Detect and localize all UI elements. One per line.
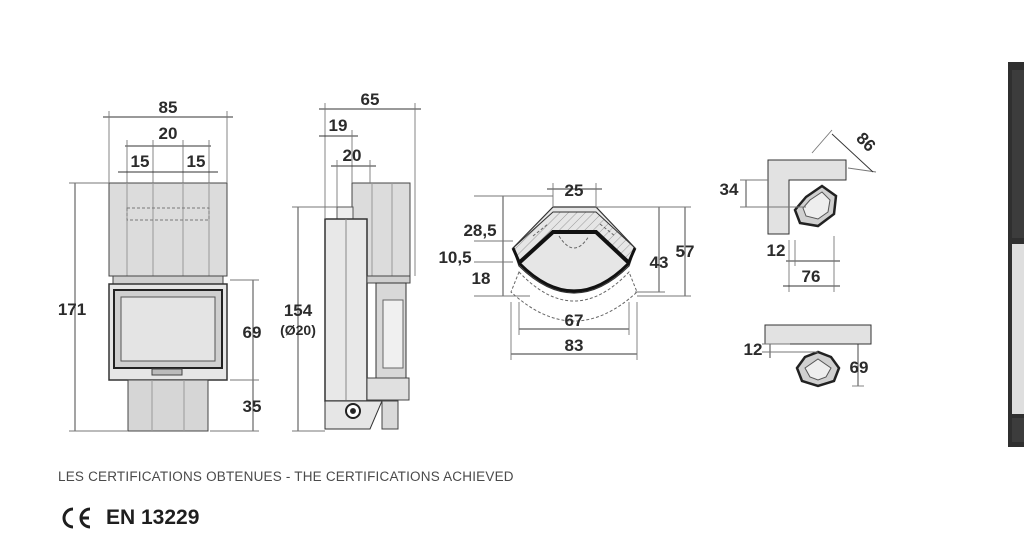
wall-depth-label: 69	[850, 358, 869, 377]
plan-view-dimensions	[474, 183, 691, 360]
corner-install-view	[767, 159, 847, 235]
corner-width-label: 76	[802, 267, 821, 286]
front-width-total-label: 85	[159, 98, 178, 117]
wall-install-view	[764, 324, 872, 388]
side-depth-a-label: 19	[329, 116, 348, 135]
front-view	[108, 182, 228, 432]
plan-dim-b-label: 10,5	[438, 248, 471, 267]
certifications-label: LES CERTIFICATIONS OBTENUES - THE CERTIF…	[58, 469, 514, 484]
plan-width-inner-label: 67	[565, 311, 584, 330]
front-offset-right-label: 15	[187, 152, 206, 171]
front-height-total-label: 171	[58, 300, 86, 319]
front-offset-left-label: 15	[131, 152, 150, 171]
front-view-dimensions	[69, 111, 259, 432]
corner-install-dimensions	[740, 129, 877, 292]
corner-diagonal-label: 86	[852, 129, 879, 156]
side-view-dimensions	[292, 103, 421, 432]
front-base-height-label: 35	[243, 397, 262, 416]
ce-mark-icon	[62, 507, 91, 529]
plan-depth-outer-label: 57	[676, 242, 695, 261]
plan-depth-inner-label: 43	[650, 253, 669, 272]
side-flue-diameter-label: (Ø20)	[280, 322, 316, 338]
side-view	[324, 182, 411, 430]
front-door-height-label: 69	[243, 323, 262, 342]
wall-gap-label: 12	[744, 340, 763, 359]
plan-dim-c-label: 18	[472, 269, 491, 288]
wall-install-dimensions	[762, 343, 864, 387]
side-depth-total-label: 65	[361, 90, 380, 109]
plan-dim-a-label: 28,5	[463, 221, 496, 240]
side-height-label: 154	[284, 301, 313, 320]
side-depth-b-label: 20	[343, 146, 362, 165]
corner-gap-label: 12	[767, 241, 786, 260]
plan-top-width-label: 25	[565, 181, 584, 200]
certifications-row: EN 13229	[58, 504, 199, 532]
certification-standard: EN 13229	[106, 506, 200, 529]
plan-view	[510, 206, 638, 322]
adjacent-page-edge	[1008, 62, 1024, 447]
plan-width-outer-label: 83	[565, 336, 584, 355]
front-width-inner-label: 20	[159, 124, 178, 143]
corner-wall-offset-label: 34	[720, 180, 739, 199]
